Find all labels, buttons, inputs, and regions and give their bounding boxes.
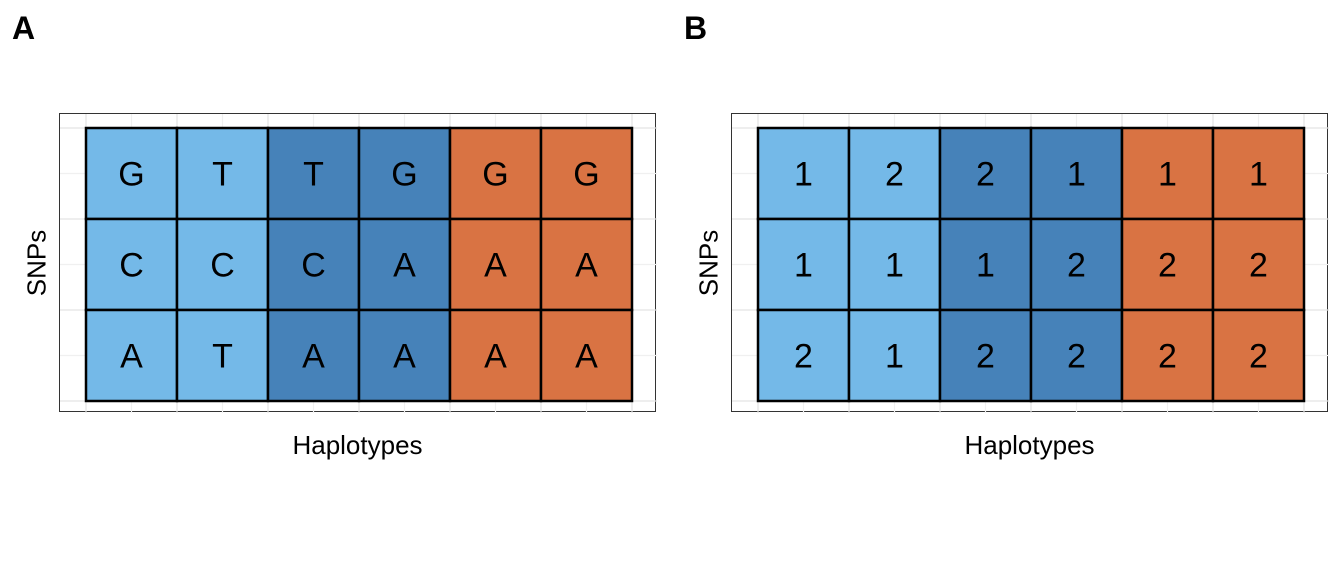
heatmap-cell — [1120, 217, 1215, 312]
cell-label: 2 — [1067, 338, 1086, 376]
x-axis-label: Haplotypes — [292, 430, 423, 460]
cell-label: 2 — [1158, 338, 1177, 376]
cell-label: 2 — [976, 156, 995, 194]
heatmap-cell — [266, 126, 361, 221]
plot-area: G T T G G G C C C A A A A T A A A A — [59, 113, 657, 413]
panel-label: A — [12, 10, 36, 46]
heatmap-cell — [175, 308, 270, 403]
heatmap-cell — [448, 308, 543, 403]
cell-label: 1 — [1249, 156, 1268, 194]
cell-label: 2 — [976, 338, 995, 376]
cell-label: G — [482, 156, 508, 194]
cell-label: A — [484, 338, 507, 376]
cell-label: 1 — [885, 247, 904, 285]
heatmap-cell — [756, 308, 851, 403]
cell-label: A — [393, 338, 416, 376]
heatmap-cell — [84, 308, 179, 403]
heatmap-cell — [357, 217, 452, 312]
cell-label: 2 — [1067, 247, 1086, 285]
cell-label: A — [302, 338, 325, 376]
cell-label: 1 — [885, 338, 904, 376]
plot-area: 1 2 2 1 1 1 1 1 1 2 2 2 2 1 2 2 2 2 — [731, 113, 1329, 413]
cell-label: G — [118, 156, 144, 194]
heatmap-cell — [1120, 126, 1215, 221]
cell-label: A — [484, 247, 507, 285]
cell-label: 2 — [1158, 247, 1177, 285]
cell-label: 1 — [794, 156, 813, 194]
heatmap-cell — [847, 126, 942, 221]
cell-label: 2 — [1249, 338, 1268, 376]
heatmap-cell — [1211, 126, 1306, 221]
cell-label: A — [393, 247, 416, 285]
cell-label: 1 — [1067, 156, 1086, 194]
cell-label: A — [120, 338, 143, 376]
heatmap-cell — [1211, 308, 1306, 403]
heatmap-cell — [175, 217, 270, 312]
panel-b: B 1 2 2 1 1 1 1 1 1 2 2 2 2 1 2 2 2 2 SNPs Haplotypes — [672, 0, 1344, 576]
cell-label: A — [575, 338, 598, 376]
heatmap-cell — [539, 308, 634, 403]
cell-label: 1 — [976, 247, 995, 285]
cell-label: G — [391, 156, 417, 194]
panel-a: A G T T G G G C C C A A A A T A A A A SNPs Haplotypes — [12, 10, 657, 460]
panel-label: B — [684, 10, 708, 46]
heatmap-cell — [938, 126, 1033, 221]
heatmap-cell — [448, 217, 543, 312]
heatmap-cell — [175, 126, 270, 221]
cell-label: A — [575, 247, 598, 285]
cell-label: 1 — [794, 247, 813, 285]
heatmap-cell — [938, 217, 1033, 312]
cell-label: C — [301, 247, 326, 285]
x-axis-label: Haplotypes — [964, 430, 1095, 460]
cell-label: T — [303, 156, 324, 194]
cell-label: T — [212, 338, 233, 376]
cell-label: C — [210, 247, 235, 285]
heatmap-cell — [539, 217, 634, 312]
cell-label: G — [573, 156, 599, 194]
cell-label: 2 — [1249, 247, 1268, 285]
cell-label: T — [212, 156, 233, 194]
heatmap-cell — [357, 308, 452, 403]
cell-label: 2 — [885, 156, 904, 194]
heatmap-cell — [1211, 217, 1306, 312]
heatmap-svg: G T T G G G C C C A A A A T A A A A — [60, 114, 657, 413]
heatmap-svg: 1 2 2 1 1 1 1 1 1 2 2 2 2 1 2 2 2 2 — [732, 114, 1329, 413]
y-axis-label: SNPs — [21, 229, 52, 297]
y-axis-label: SNPs — [693, 229, 724, 297]
cell-label: 2 — [794, 338, 813, 376]
heatmap-cell — [756, 126, 851, 221]
cell-label: 1 — [1158, 156, 1177, 194]
heatmap-cell — [756, 217, 851, 312]
heatmap-cell — [1029, 217, 1124, 312]
cell-label: C — [119, 247, 144, 285]
